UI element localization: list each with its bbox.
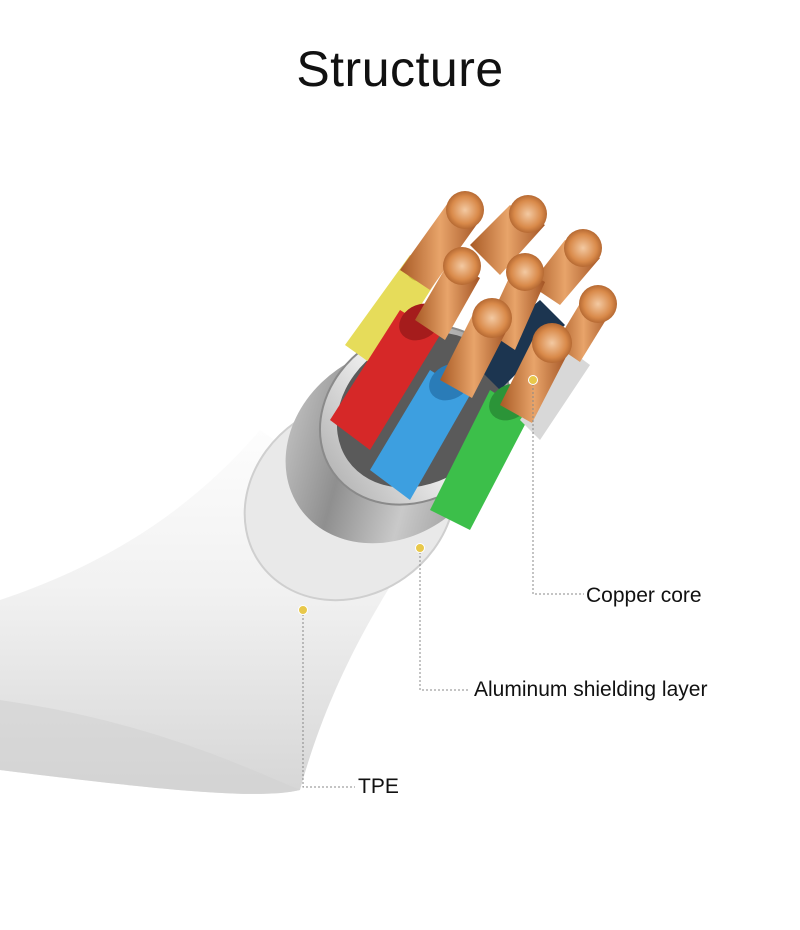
page-title: Structure: [296, 41, 504, 97]
callout-dot-marker-icon: [415, 543, 425, 553]
callout-dot-marker-icon: [528, 375, 538, 385]
wire-white: [520, 350, 590, 440]
tpe-jacket-shadow: [0, 700, 300, 794]
callout-label-tpe: TPE: [358, 775, 399, 798]
callout-aluminum-shield: [415, 543, 470, 691]
wire-dark: [470, 300, 565, 390]
callout-label-copper-core: Copper core: [586, 584, 702, 607]
callout-dot-marker-icon: [298, 605, 308, 615]
callout-label-aluminum-shielding: Aluminum shielding layer: [474, 678, 708, 701]
callout-copper-core: [528, 375, 584, 595]
callout-tpe: [298, 605, 355, 788]
copper-strands: [400, 191, 617, 423]
